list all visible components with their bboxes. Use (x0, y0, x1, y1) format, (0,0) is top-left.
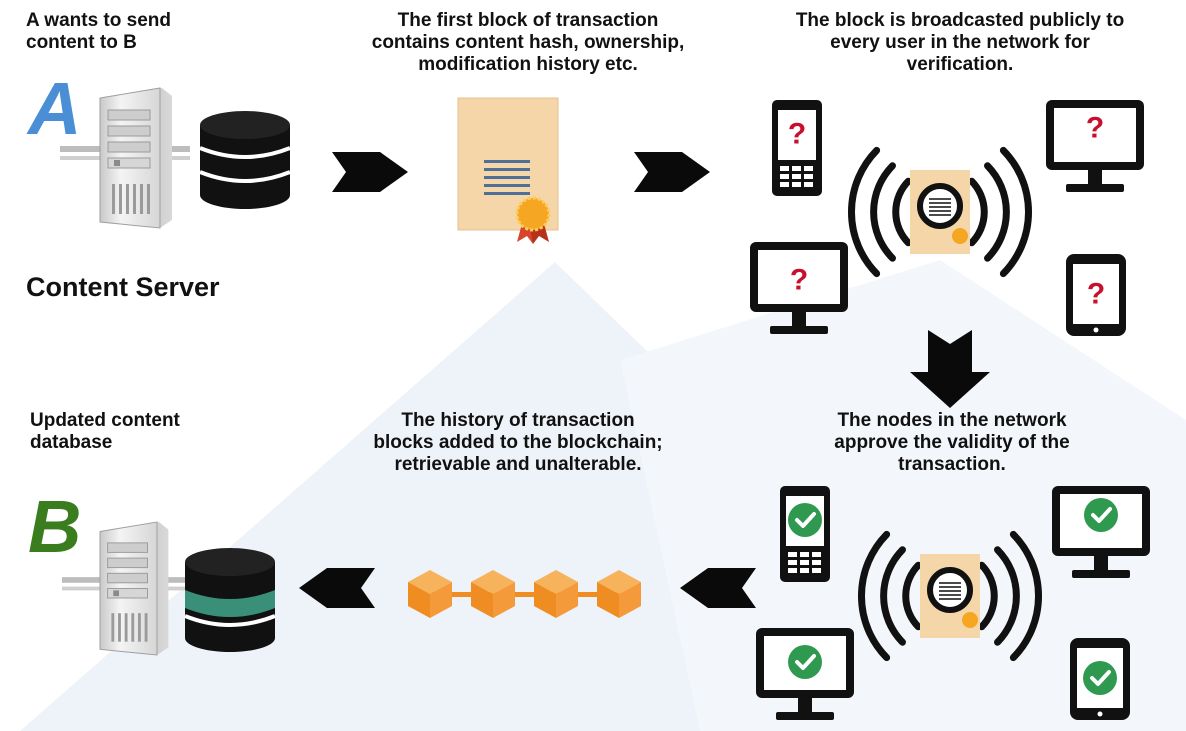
hub-text-line (939, 594, 961, 596)
hub-text-line (929, 198, 951, 200)
hub-text-line (929, 206, 951, 208)
signal-wave (999, 146, 1033, 278)
arrow-down-icon (910, 330, 990, 408)
database-line (199, 170, 291, 183)
signal-wave (880, 546, 906, 646)
document-text-line (484, 192, 530, 195)
database-bottom (200, 181, 290, 209)
caption-line: blocks added to the blockchain; (373, 432, 663, 453)
hub-text-line (929, 210, 951, 212)
caption-line: modification history etc. (418, 54, 638, 75)
check-icon-tick (1090, 670, 1111, 686)
letter-b: B (28, 485, 82, 568)
document-icon (457, 97, 559, 244)
caption-line: The first block of transaction (397, 10, 659, 31)
letter-a: A (28, 67, 82, 150)
caption-line: The block is broadcasted publicly to (795, 10, 1125, 31)
arrow-left-icon (299, 568, 375, 608)
caption-line: The nodes in the network (837, 410, 1067, 431)
check-icon (1083, 661, 1117, 695)
caption-line: The history of transaction (401, 410, 635, 431)
signal-wave (902, 561, 922, 631)
caption-line: transaction. (898, 454, 1006, 475)
caption-line: retrievable and unalterable. (394, 454, 642, 475)
database-line (184, 614, 276, 627)
check-icon-tick (795, 512, 816, 528)
signal-wave (857, 530, 891, 662)
signal-wave (870, 162, 896, 262)
background-shape (620, 260, 1186, 731)
signal-wave (984, 162, 1010, 262)
question-icon: ? (1086, 112, 1104, 145)
caption-line: A wants to send (26, 10, 171, 31)
database-icon (199, 111, 291, 209)
hub-badge (952, 228, 968, 244)
arrow-right-icon (634, 152, 710, 192)
caption-nodes-approve: The nodes in the network approve the val… (782, 410, 1122, 476)
caption-line: database (30, 432, 113, 453)
arrow-right-icon (332, 152, 408, 192)
broadcast-hub-bottom (857, 530, 1043, 662)
hub-text-line (939, 590, 961, 592)
hub-badge (962, 612, 978, 628)
database-top (200, 111, 290, 139)
caption-line: contains content hash, ownership, (371, 32, 685, 53)
question-icon: ? (1087, 278, 1105, 311)
caption-line: verification. (906, 54, 1014, 75)
hub-text-line (939, 598, 961, 600)
question-icon: ? (790, 264, 808, 297)
database-bottom (185, 624, 275, 652)
caption-line: approve the validity of the (834, 432, 1070, 453)
caption-a-wants: A wants to send content to B (26, 10, 171, 54)
document-text-line (484, 176, 530, 179)
signal-wave (847, 146, 881, 278)
database-line (199, 146, 291, 159)
ribbon-badge (515, 196, 551, 232)
signal-wave (1009, 530, 1043, 662)
document-text-line (484, 168, 530, 171)
check-icon (788, 503, 822, 537)
hub-text-line (929, 214, 951, 216)
database-top (185, 548, 275, 576)
database-icon (184, 548, 276, 652)
ribbon-icon (515, 196, 551, 244)
signal-wave (978, 561, 998, 631)
caption-history: The history of transaction blocks added … (318, 410, 718, 476)
arrow-left-icon (680, 568, 756, 608)
signal-wave (994, 546, 1020, 646)
caption-line: content to B (26, 32, 137, 53)
caption-line: Updated content (30, 410, 180, 431)
document-text-line (484, 160, 530, 163)
signal-wave (892, 177, 912, 247)
hub-text-line (939, 586, 961, 588)
document-text-line (484, 184, 530, 187)
hub-text-line (929, 202, 951, 204)
signal-wave (968, 177, 988, 247)
chain-link (430, 592, 620, 597)
question-icon: ? (788, 118, 806, 151)
broadcast-hub-top (847, 146, 1033, 278)
hub-text-line (939, 582, 961, 584)
caption-line: every user in the network for (830, 32, 1090, 53)
check-icon (1084, 498, 1118, 532)
check-icon (788, 645, 822, 679)
caption-broadcast: The block is broadcasted publicly to eve… (740, 10, 1180, 76)
caption-first-block: The first block of transaction contains … (318, 10, 738, 76)
check-icon-tick (1091, 507, 1112, 523)
caption-updated-db: Updated content database (30, 410, 180, 454)
database-stripe (185, 590, 275, 617)
content-server-label: Content Server (26, 272, 220, 302)
check-icon-tick (795, 654, 816, 670)
